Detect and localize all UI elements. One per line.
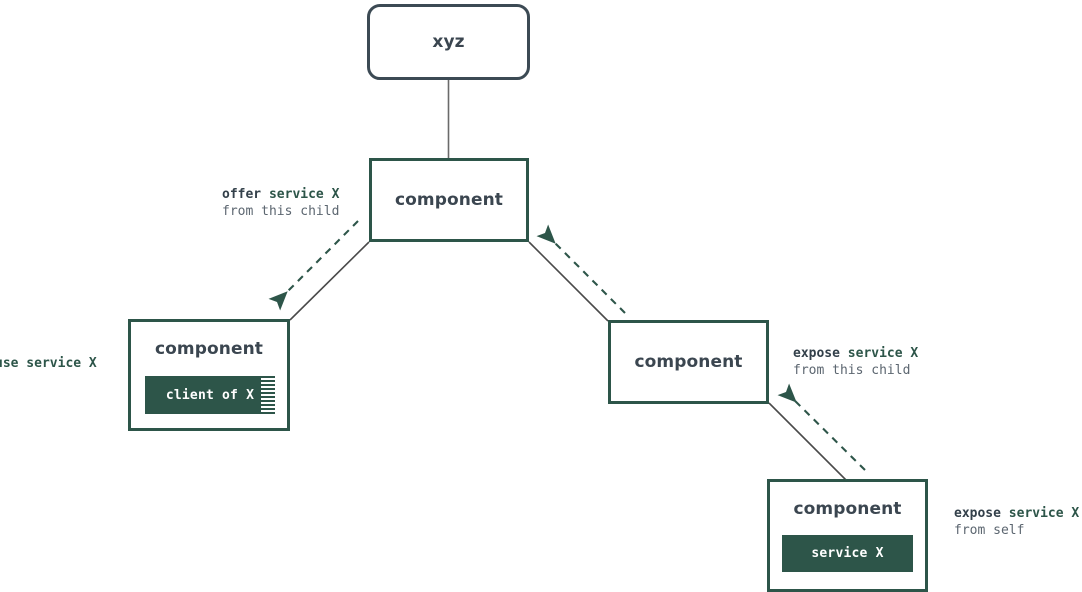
arrow-offer-service bbox=[268, 220, 359, 311]
label-expose-self-verb: expose bbox=[954, 506, 1001, 521]
chip-client-of-x-label: client of X bbox=[165, 387, 255, 403]
label-use-verb: use service X bbox=[0, 356, 97, 371]
label-offer-verb: offer bbox=[222, 187, 262, 202]
label-offer-service: offer service X from this child bbox=[222, 186, 339, 220]
label-expose-self-service-name: service X bbox=[1000, 506, 1080, 521]
node-component-right-label: component bbox=[634, 352, 743, 372]
label-expose-from-self: expose service X from self bbox=[954, 505, 1079, 539]
node-component-left-label: component bbox=[154, 339, 264, 359]
label-expose-child-sub: from this child bbox=[793, 363, 911, 378]
node-component-mid-label: component bbox=[394, 190, 504, 210]
chip-service-x-label: service X bbox=[811, 546, 884, 561]
node-component-left[interactable]: component bbox=[128, 319, 290, 431]
node-xyz[interactable]: xyz bbox=[367, 4, 530, 80]
node-component-mid[interactable]: component bbox=[369, 158, 529, 242]
label-expose-self-sub: from self bbox=[954, 523, 1025, 538]
node-xyz-label: xyz bbox=[432, 32, 465, 52]
node-component-right[interactable]: component bbox=[608, 320, 769, 404]
arrow-expose-from-child bbox=[536, 224, 626, 314]
label-offer-sub: from this child bbox=[222, 204, 340, 219]
label-expose-from-child: expose service X from this child bbox=[793, 345, 918, 379]
label-expose-child-verb: expose bbox=[793, 346, 840, 361]
node-component-bottomright-label: component bbox=[793, 499, 902, 519]
label-expose-child-service-name: service X bbox=[839, 346, 919, 361]
connector-mid-to-left bbox=[289, 241, 370, 321]
label-use-service: use service X bbox=[0, 355, 97, 372]
chip-service-x[interactable]: service X bbox=[782, 535, 913, 572]
arrow-expose-from-self bbox=[777, 383, 866, 471]
label-offer-service-name: service X bbox=[261, 187, 340, 202]
connector-mid-to-right bbox=[528, 241, 609, 322]
connector-right-to-bottomright bbox=[768, 402, 848, 482]
chip-client-of-x[interactable]: client of X bbox=[145, 376, 275, 414]
